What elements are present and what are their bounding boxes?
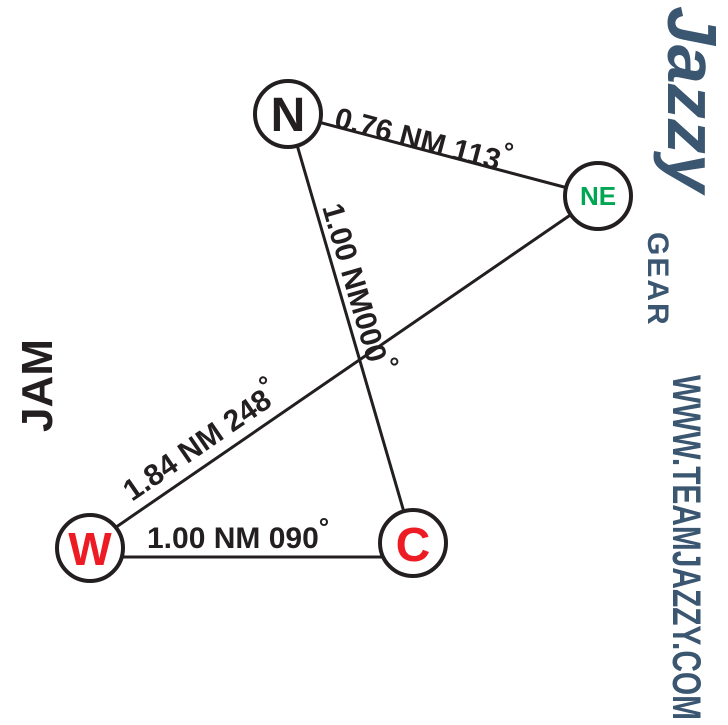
mark-ne: NE <box>563 161 633 231</box>
leg-label-ne-w: 1.84 NM 248° <box>112 369 287 508</box>
mark-n: N <box>253 79 323 149</box>
leg-line-ne-w <box>89 194 599 547</box>
leg-line-n-c <box>286 113 415 544</box>
logo-script-text: Jazzy <box>653 6 728 196</box>
leg-label-n-c: 1.00 NM000° <box>315 197 405 376</box>
jazzy-gear-logo: Jazzy GEAR <box>641 6 728 327</box>
mark-w-label: W <box>68 523 112 575</box>
mark-w: W <box>55 513 125 583</box>
leg-label-n-ne: 0.76 NM 113° <box>331 92 517 180</box>
mark-ne-label: NE <box>580 181 616 211</box>
logo-sub-text: GEAR <box>641 232 674 327</box>
diagram-title: JAM <box>13 339 62 432</box>
mark-n-label: N <box>271 89 306 142</box>
leg-line-n-ne <box>287 112 599 198</box>
website-link[interactable]: WWW.TEAMJAZZY.COM <box>664 375 708 720</box>
leg-label-w-c: 1.00 NM 090° <box>147 512 329 555</box>
mark-c-label: C <box>396 519 431 572</box>
mark-c: C <box>378 508 448 578</box>
